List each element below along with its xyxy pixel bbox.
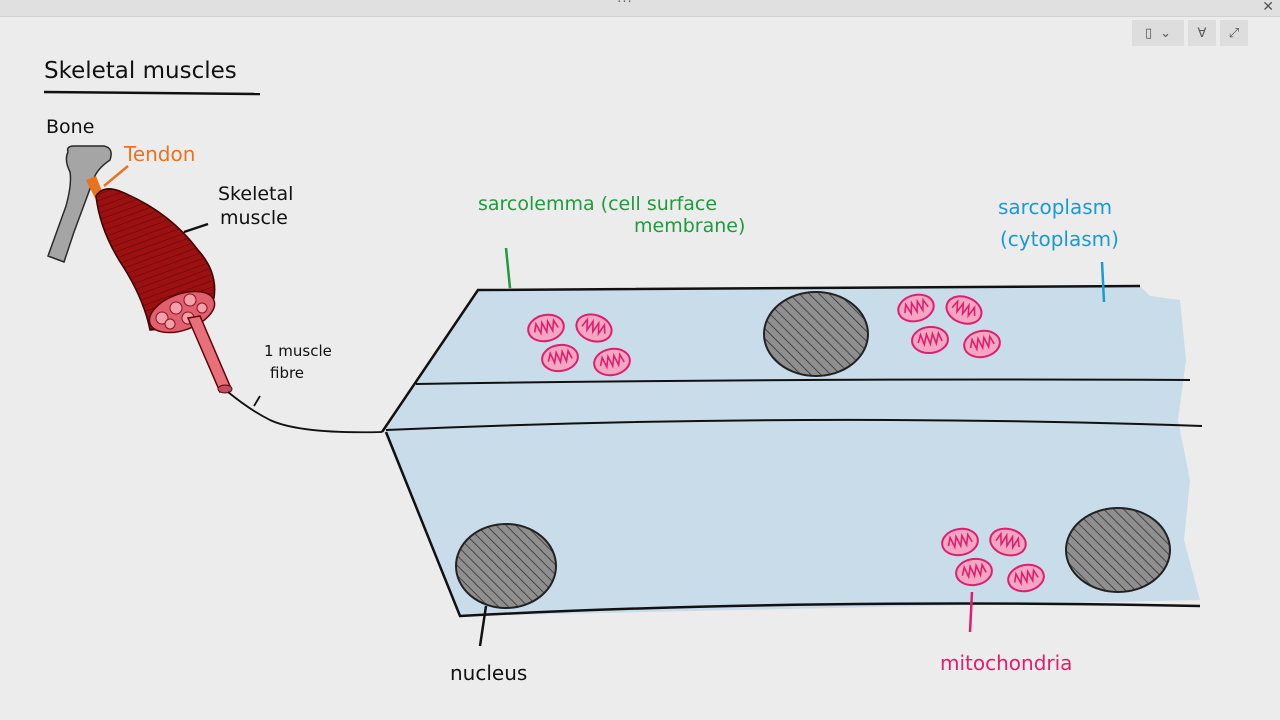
fibre-connector [227, 391, 383, 434]
mitochondrion [897, 293, 935, 323]
close-icon[interactable]: ✕ [1262, 0, 1274, 15]
fibre-top-edge [380, 284, 1141, 433]
pen-button[interactable]: ∀ [1188, 20, 1216, 46]
mitochondrion [541, 343, 579, 373]
bone-label: Bone [46, 116, 94, 138]
chevron-down-icon: ⌄ [1160, 25, 1172, 41]
mitochondrion [989, 527, 1027, 557]
nucleus-pointer [478, 605, 488, 647]
mitochondrion [593, 347, 631, 377]
pen-icon: ∀ [1197, 25, 1207, 41]
fascicles [155, 293, 208, 330]
myofibril-line-1 [415, 378, 1191, 385]
expand-button[interactable]: ⤢ [1220, 20, 1248, 46]
skeletal-muscle-label-1: Skeletal [218, 183, 293, 205]
sarcolemma-pointer [504, 247, 512, 289]
mitochondrion [1007, 563, 1045, 593]
sarcolemma-label-2: membrane) [634, 215, 745, 237]
layout-dropdown-button[interactable]: ▯ ⌄ [1132, 20, 1184, 46]
window-top-bar: ··· ✕ [0, 0, 1280, 17]
sarcoplasm-label-2: (cytoplasm) [1000, 227, 1119, 251]
sarcoplasm-pointer [1100, 261, 1106, 303]
tendon-label: Tendon [123, 142, 195, 166]
nucleus [763, 291, 869, 377]
myofibril-line-2 [385, 418, 1203, 431]
fibre-bottom-edge [384, 431, 1201, 618]
page-title: Skeletal muscles [44, 58, 237, 84]
sarcolemma-label-1: sarcolemma (cell surface [478, 193, 717, 215]
sarcoplasm-label-1: sarcoplasm [998, 195, 1112, 219]
mitochondrion [575, 313, 613, 343]
mitochondrion [955, 557, 993, 587]
mitochondrion [941, 527, 979, 557]
fascicle-rod [186, 315, 231, 394]
nucleus-label: nucleus [450, 661, 527, 685]
nucleus [1065, 507, 1171, 593]
title-underline [43, 90, 261, 96]
bone-shape [47, 145, 112, 263]
mitochondrion [527, 313, 565, 343]
tendon-pointer [103, 165, 129, 187]
nucleus [455, 523, 557, 609]
mitochondrion [911, 325, 949, 355]
fibre-label-2: fibre [270, 364, 304, 382]
mitochondria-label: mitochondria [940, 651, 1072, 675]
canvas-toolbar: ▯ ⌄ ∀ ⤢ [1132, 20, 1248, 46]
fibre-label-1: 1 muscle [264, 342, 332, 360]
mitochondria-group [527, 293, 1045, 593]
mitochondria-pointer [968, 591, 974, 633]
expand-icon: ⤢ [1228, 25, 1240, 41]
page-layout-icon: ▯ [1144, 25, 1153, 41]
drag-dots-icon[interactable]: ··· [617, 0, 633, 10]
skeletal-muscle-pointer [183, 222, 209, 234]
mitochondrion [945, 295, 983, 325]
skeletal-muscle-label-2: muscle [220, 207, 288, 229]
